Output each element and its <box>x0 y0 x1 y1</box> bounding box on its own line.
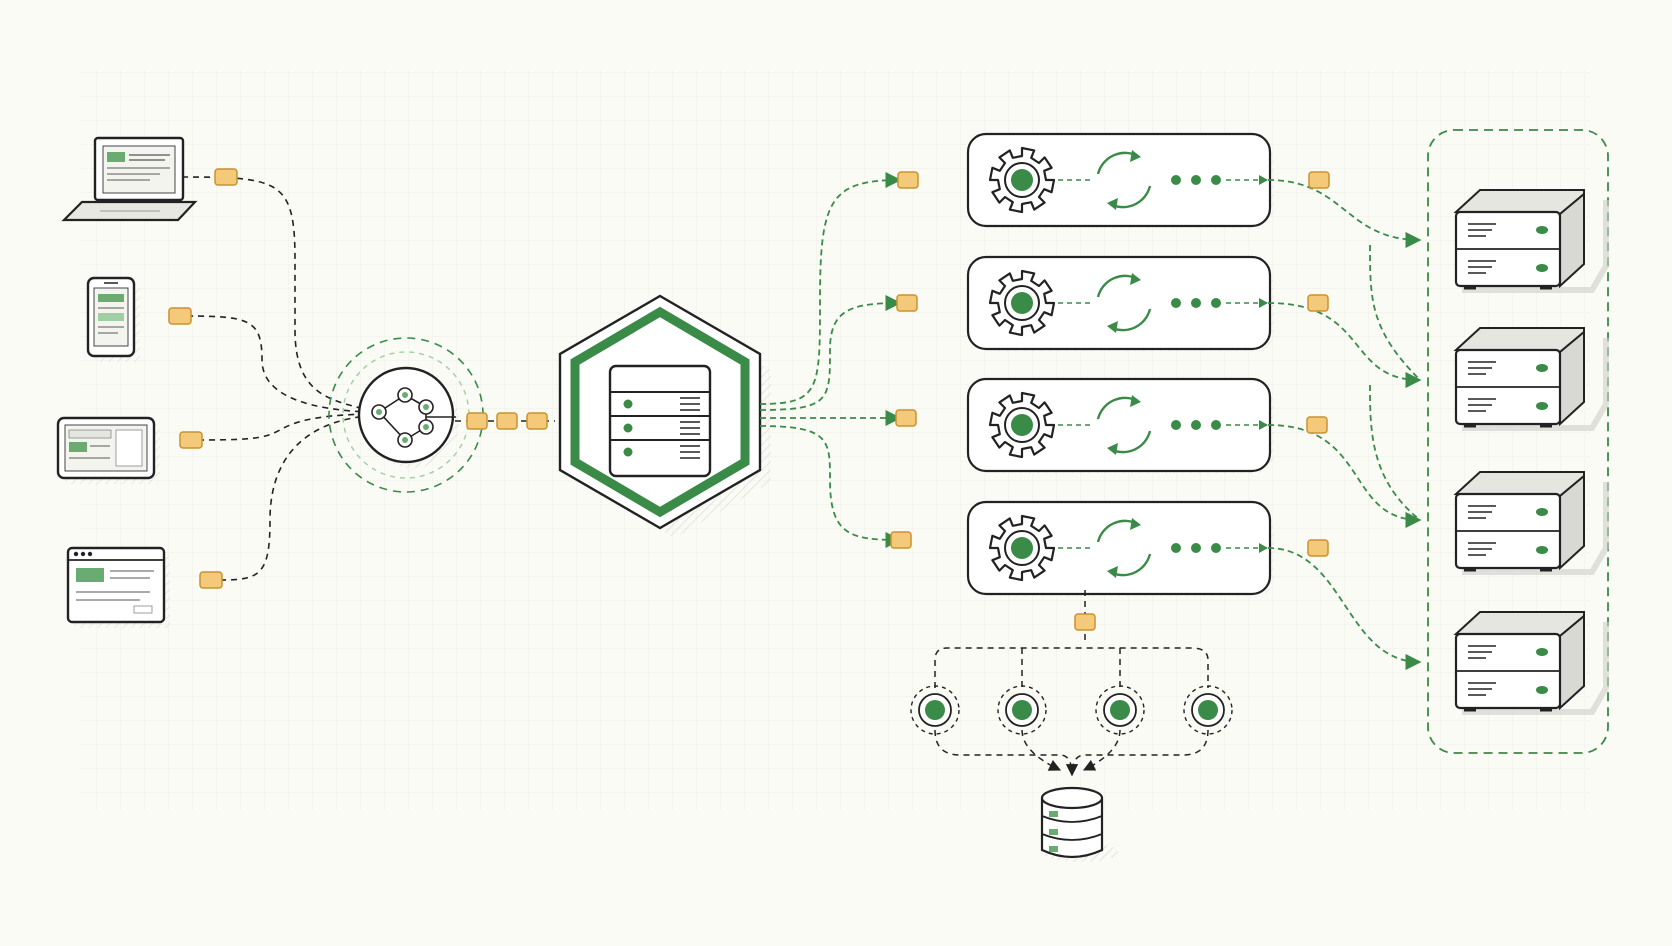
data-packet <box>1074 613 1096 631</box>
data-packet <box>526 412 548 430</box>
gear-icon <box>988 146 1056 214</box>
core-to-worker-packets <box>890 171 919 549</box>
sub-node <box>1095 685 1145 735</box>
gear-icon <box>988 391 1056 459</box>
refresh-cycle-icon <box>1096 273 1152 333</box>
background-grid <box>80 70 1590 810</box>
storage-server-icon <box>1453 327 1609 431</box>
worker-row <box>966 377 1274 473</box>
data-packet <box>1306 416 1328 434</box>
client-packets <box>168 168 238 589</box>
network-hub-icon <box>328 337 484 493</box>
sub-nodes <box>910 685 1233 735</box>
data-packet <box>897 171 919 189</box>
sub-node <box>1183 685 1233 735</box>
data-packet <box>1307 294 1329 312</box>
sub-node <box>910 685 960 735</box>
ellipsis-icon <box>1171 175 1221 185</box>
data-packet <box>896 294 918 312</box>
sub-node <box>997 685 1047 735</box>
ellipsis-icon <box>1171 543 1221 553</box>
storage-server-icon <box>1453 189 1609 293</box>
data-packet <box>214 168 238 186</box>
target-servers <box>1453 189 1609 715</box>
ellipsis-icon <box>1171 298 1221 308</box>
refresh-cycle-icon <box>1096 518 1152 578</box>
target-servers-container <box>1427 129 1609 754</box>
worker-to-target-packets <box>1306 171 1330 557</box>
refresh-cycle-icon <box>1096 150 1152 210</box>
data-packet <box>168 307 192 325</box>
gear-icon <box>988 514 1056 582</box>
worker-rows <box>966 132 1274 596</box>
smartphone-icon <box>86 276 140 362</box>
data-packet <box>466 412 488 430</box>
browser-window-icon <box>66 546 170 628</box>
database-cylinder-icon <box>1040 786 1118 862</box>
storage-server-icon <box>1453 471 1609 575</box>
worker-row <box>966 500 1274 596</box>
data-packet <box>199 571 223 589</box>
data-packet <box>895 409 917 427</box>
ellipsis-icon <box>1171 420 1221 430</box>
laptop-icon <box>61 136 198 222</box>
tablet-icon <box>56 416 160 484</box>
worker-to-target-connectors <box>1267 179 1422 671</box>
data-packet <box>1308 171 1330 189</box>
data-packet <box>496 412 518 430</box>
worker-row <box>966 132 1274 228</box>
data-packet <box>179 431 203 449</box>
server-rack-icon <box>558 294 771 538</box>
data-packet <box>890 531 912 549</box>
refresh-cycle-icon <box>1096 395 1152 455</box>
storage-server-icon <box>1453 611 1609 715</box>
worker-row <box>966 255 1274 351</box>
core-to-worker-connectors <box>759 171 902 549</box>
data-packet <box>1307 539 1329 557</box>
hub-to-core-connector <box>455 412 555 430</box>
gear-icon <box>988 269 1056 337</box>
